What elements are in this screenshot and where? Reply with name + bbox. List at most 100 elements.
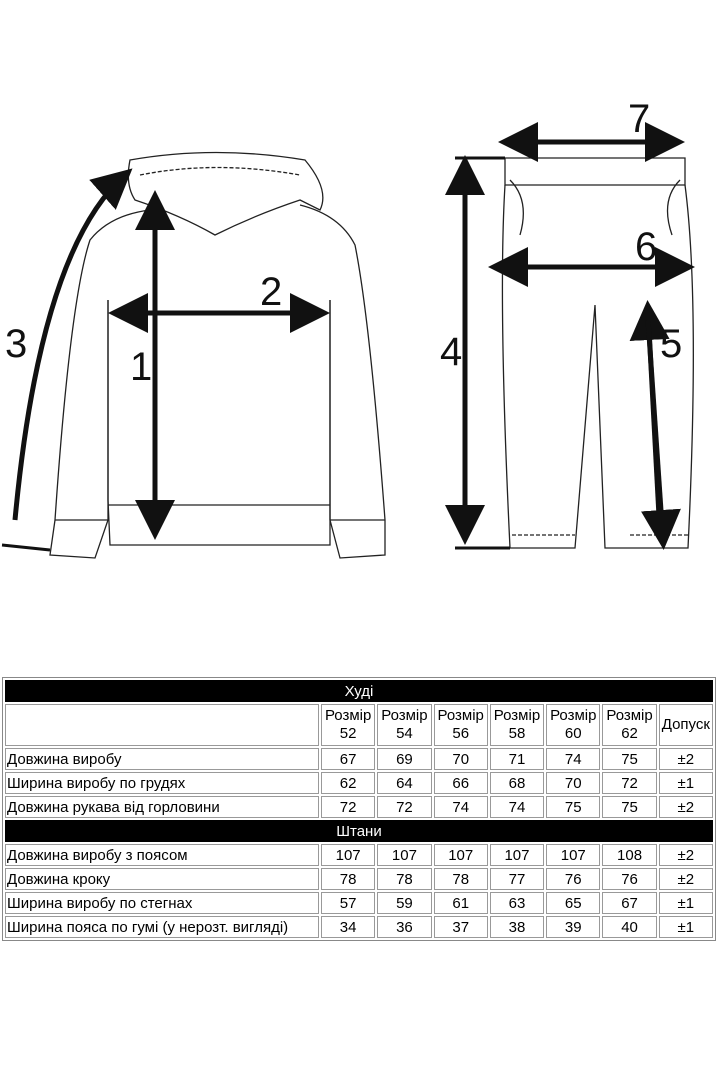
tolerance-cell: ±2 [658,796,713,818]
value-cell: 107 [546,844,601,866]
value-cell: 77 [489,868,545,890]
value-cell: 78 [433,868,488,890]
value-cell: 74 [546,748,601,770]
value-cell: 64 [377,772,432,794]
value-cell: 107 [489,844,545,866]
size-word: Розмір [381,707,428,724]
row-label: Ширина пояса по гумі (у нерозт. вигляді) [5,916,319,938]
tolerance-cell: ±1 [658,772,713,794]
row-label: Довжина рукава від горловини [5,796,319,818]
value-cell: 40 [602,916,657,938]
row-label: Довжина кроку [5,868,319,890]
value-cell: 67 [321,748,376,770]
section-header: Худі [5,680,713,702]
value-cell: 72 [321,796,376,818]
label-1: 1 [130,345,152,389]
value-cell: 107 [321,844,376,866]
value-cell: 61 [433,892,488,914]
value-cell: 72 [602,772,657,794]
size-number: 52 [339,725,357,742]
label-6: 6 [635,225,657,269]
value-cell: 34 [321,916,376,938]
value-cell: 62 [321,772,376,794]
tolerance-cell: ±1 [658,916,713,938]
size-word: Розмір [493,707,541,724]
table-row: Ширина пояса по гумі (у нерозт. вигляді)… [5,916,713,938]
value-cell: 37 [433,916,488,938]
value-cell: 108 [602,844,657,866]
measurement-arrows [12,122,695,550]
size-word: Розмір [550,707,597,724]
section-header: Штани [5,820,713,842]
label-5: 5 [660,322,682,366]
value-cell: 75 [546,796,601,818]
value-cell: 63 [489,892,545,914]
value-cell: 76 [546,868,601,890]
value-cell: 75 [602,748,657,770]
value-cell: 38 [489,916,545,938]
value-cell: 74 [489,796,545,818]
tolerance-cell: ±1 [658,892,713,914]
value-cell: 65 [546,892,601,914]
value-cell: 75 [602,796,657,818]
section-title: Худі [5,680,713,702]
size-number: 54 [396,725,413,742]
value-cell: 57 [321,892,376,914]
row-label: Ширина виробу по стегнах [5,892,319,914]
value-cell: 107 [377,844,432,866]
size-diagram: 1 2 3 4 5 6 7 [1,97,695,559]
row-label: Ширина виробу по грудях [5,772,319,794]
row-label: Довжина виробу [5,748,319,770]
empty-header-cell [5,704,319,746]
value-cell: 74 [433,796,488,818]
size-number: 58 [508,725,526,742]
value-cell: 70 [546,772,601,794]
value-cell: 69 [377,748,432,770]
value-cell: 36 [377,916,432,938]
size-word: Розмір [437,707,484,724]
size-number: 56 [452,725,470,742]
section-title: Штани [5,820,713,842]
label-2: 2 [260,270,282,314]
value-cell: 76 [602,868,657,890]
size-number: 62 [621,725,638,742]
value-cell: 107 [433,844,488,866]
size-word: Розмір [606,707,653,724]
tolerance-header: Допуск [658,704,713,746]
hoodie-outline [49,151,386,559]
label-3: 3 [5,322,27,366]
value-cell: 78 [377,868,432,890]
size-word: Розмір [324,707,372,724]
value-cell: 66 [433,772,488,794]
value-cell: 70 [433,748,488,770]
value-cell: 71 [489,748,545,770]
tolerance-cell: ±2 [658,868,713,890]
value-cell: 39 [546,916,601,938]
label-7: 7 [628,97,650,141]
tolerance-cell: ±2 [658,844,713,866]
value-cell: 59 [377,892,432,914]
value-cell: 67 [602,892,657,914]
row-label: Довжина виробу з поясом [5,844,319,866]
tolerance-cell: ±2 [658,748,713,770]
value-cell: 68 [489,772,545,794]
label-4: 4 [440,330,462,374]
measurement-ticks [1,156,510,552]
size-number: 60 [564,725,582,742]
value-cell: 78 [321,868,376,890]
value-cell: 72 [377,796,432,818]
